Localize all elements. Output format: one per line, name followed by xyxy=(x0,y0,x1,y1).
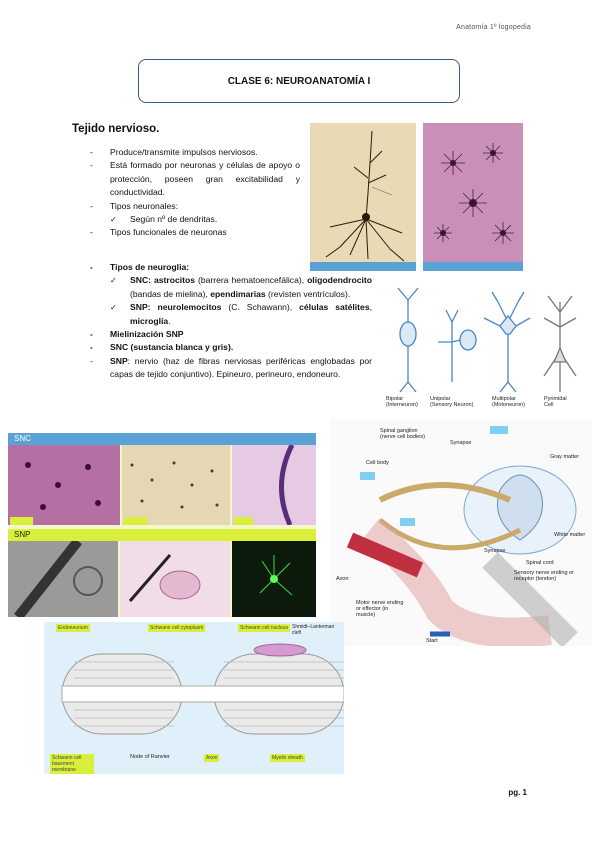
reflex-arc-diagram: Spinal ganglion(nerve cell bodies) Synap… xyxy=(330,420,592,648)
bullet-list-bottom: Tipos de neuroglia: SNC: astrocitos (bar… xyxy=(90,261,372,382)
caption-yellow xyxy=(234,517,254,525)
list-subitem: Según nº de dendritas. xyxy=(90,213,300,227)
myelin-drawing xyxy=(61,643,345,735)
list-item: Tipos de neuroglia: xyxy=(90,261,372,275)
bullet-text: Tipos neuronales: xyxy=(110,200,178,211)
label-endoneurium: Endoneurium xyxy=(56,624,90,632)
snp-microglia-drawing xyxy=(259,555,293,596)
list-item: Está formado por neuronas y células de a… xyxy=(90,159,300,199)
term-desc: (revisten ventrículos). xyxy=(265,288,351,299)
caption-yellow xyxy=(10,517,34,525)
caption-blue xyxy=(360,472,376,480)
label-start: Start xyxy=(426,638,438,644)
list-item: SNC (sustancia blanca y gris). xyxy=(90,341,372,355)
bullet-text: Está formado por neuronas y células de a… xyxy=(110,160,300,198)
term: células satélites xyxy=(299,302,370,313)
caption-strip xyxy=(310,262,416,271)
reflex-arc-drawing xyxy=(346,465,578,648)
snp-photo-satellite xyxy=(120,541,230,617)
term: oligodendrocito xyxy=(307,275,372,286)
snp-satellite-drawing xyxy=(128,554,201,602)
title-box: CLASE 6: NEUROANATOMÍA I xyxy=(138,59,460,103)
section-title: Tejido nervioso. xyxy=(72,123,160,135)
bullet-text: SNC (sustancia blanca y gris). xyxy=(110,342,234,353)
label-white-matter: White matter xyxy=(554,532,586,538)
astrocyte-drawing xyxy=(434,143,514,244)
snc-oligo-drawing xyxy=(130,461,219,509)
snp-photo-microglia xyxy=(232,541,316,617)
snc-label: SNC: xyxy=(130,275,152,286)
snp-schwann-drawing xyxy=(14,541,103,617)
page-number: pg. 1 xyxy=(508,788,527,797)
label-spinal-ganglion: Spinal ganglion(nerve cell bodies) xyxy=(380,428,425,440)
snc-astro-drawing xyxy=(25,462,101,510)
term-desc: . xyxy=(168,315,171,326)
term: microglía xyxy=(130,315,169,326)
astrocyte-photo xyxy=(423,123,523,271)
caption-blue xyxy=(400,518,416,526)
snc-photo-oligodendrocytes xyxy=(122,445,230,525)
list-subitem-snc: SNC: astrocitos (barrera hematoencefálic… xyxy=(90,274,372,301)
snc-header: SNC xyxy=(14,434,31,443)
label-node-ranvier: Node of Ranvier xyxy=(130,754,170,760)
bullet-text: Mielinización SNP xyxy=(110,329,184,340)
label-sensory-ending: Sensory nerve ending or receptor (tendon… xyxy=(514,570,574,582)
list-item: Tipos funcionales de neuronas xyxy=(90,226,300,240)
snc-header-bar: SNC xyxy=(8,433,316,445)
label-cell-body: Cell body xyxy=(366,460,389,466)
list-item: Mielinización SNP xyxy=(90,328,372,342)
label-gray-matter: Gray matter xyxy=(550,454,580,460)
label-spinal-cord: Spinal cord xyxy=(526,560,554,566)
label-schmidt-cleft: Shmidt–Lanterman cleft xyxy=(292,624,335,636)
label-myelin-axon: Axon xyxy=(204,754,220,762)
snp-header: SNP xyxy=(14,530,31,539)
snc-photo-astrocytes xyxy=(8,445,120,525)
term-desc: (barrera hematoencefálica), xyxy=(195,275,308,286)
snp-term: SNP xyxy=(110,355,128,366)
label-bipolar: Bipolar(Interneuron) xyxy=(386,396,418,408)
bullet-text: Produce/transmite impulsos nerviosos. xyxy=(110,147,258,157)
label-basement-membrane: Schwann cell basement membrane xyxy=(50,754,94,774)
caption-blue xyxy=(490,426,508,434)
golgi-neuron-drawing xyxy=(325,130,405,262)
label-unipolar: Unipolar(Sensory Neuron) xyxy=(430,396,474,408)
term-desc: (C. Schawann), xyxy=(221,302,300,313)
label-synapse-bottom: Synapse xyxy=(484,548,506,554)
list-item: Produce/transmite impulsos nerviosos. xyxy=(90,146,300,160)
snp-photo-schwann xyxy=(8,541,118,617)
myelin-diagram: Endoneurium Schwann cell cytoplasm Schwa… xyxy=(44,622,345,774)
bullet-text: : nervio (haz de fibras nerviosas perifé… xyxy=(110,355,372,380)
neuron-types-drawing xyxy=(397,287,577,393)
label-axon: Axon xyxy=(336,576,349,582)
snc-epen-drawing xyxy=(279,445,295,525)
label-schwann-cytoplasm: Schwann cell cytoplasm xyxy=(148,624,206,632)
glia-panel: SNC SNP xyxy=(8,433,316,617)
bullet-text: Tipos de neuroglia: xyxy=(110,262,190,272)
term-desc: , xyxy=(369,302,372,313)
label-motor-ending: Motor nerve ending or effector (in muscl… xyxy=(356,600,404,618)
label-multipolar: Multipolar(Motoneuron) xyxy=(492,396,526,408)
neuron-types-diagram: Bipolar(Interneuron) Unipolar(Sensory Ne… xyxy=(380,282,592,414)
header-note: Anatomía 1º logopedia xyxy=(456,24,531,31)
term-desc: (bandas de mielina), xyxy=(130,288,211,299)
list-item: Tipos neuronales: xyxy=(90,200,300,214)
list-subitem-snp: SNP: neurolemocitos (C. Schawann), célul… xyxy=(90,301,372,328)
list-item: SNP: nervio (haz de fibras nerviosas per… xyxy=(90,355,372,382)
label-synapse-top: Synapse xyxy=(450,440,472,446)
caption-strip xyxy=(423,262,523,271)
snp-header-bar: SNP xyxy=(8,529,316,541)
snc-photo-ependymal xyxy=(232,445,316,525)
caption-yellow xyxy=(124,517,148,525)
term: astrocitos xyxy=(153,275,196,286)
label-schwann-nucleus: Schwann cell nucleus xyxy=(238,624,291,632)
bullet-text: Según nº de dendritas. xyxy=(130,214,218,225)
page-title: CLASE 6: NEUROANATOMÍA I xyxy=(227,75,371,87)
term: ependimarias xyxy=(210,288,266,299)
bullet-text: Tipos funcionales de neuronas xyxy=(110,227,227,238)
bullet-list-top: Produce/transmite impulsos nerviosos. Es… xyxy=(90,146,300,240)
snp-label: SNP: neurolemocitos xyxy=(130,302,222,313)
golgi-neuron-photo xyxy=(310,123,416,271)
label-myelin-sheath: Myelin sheath xyxy=(270,754,305,762)
